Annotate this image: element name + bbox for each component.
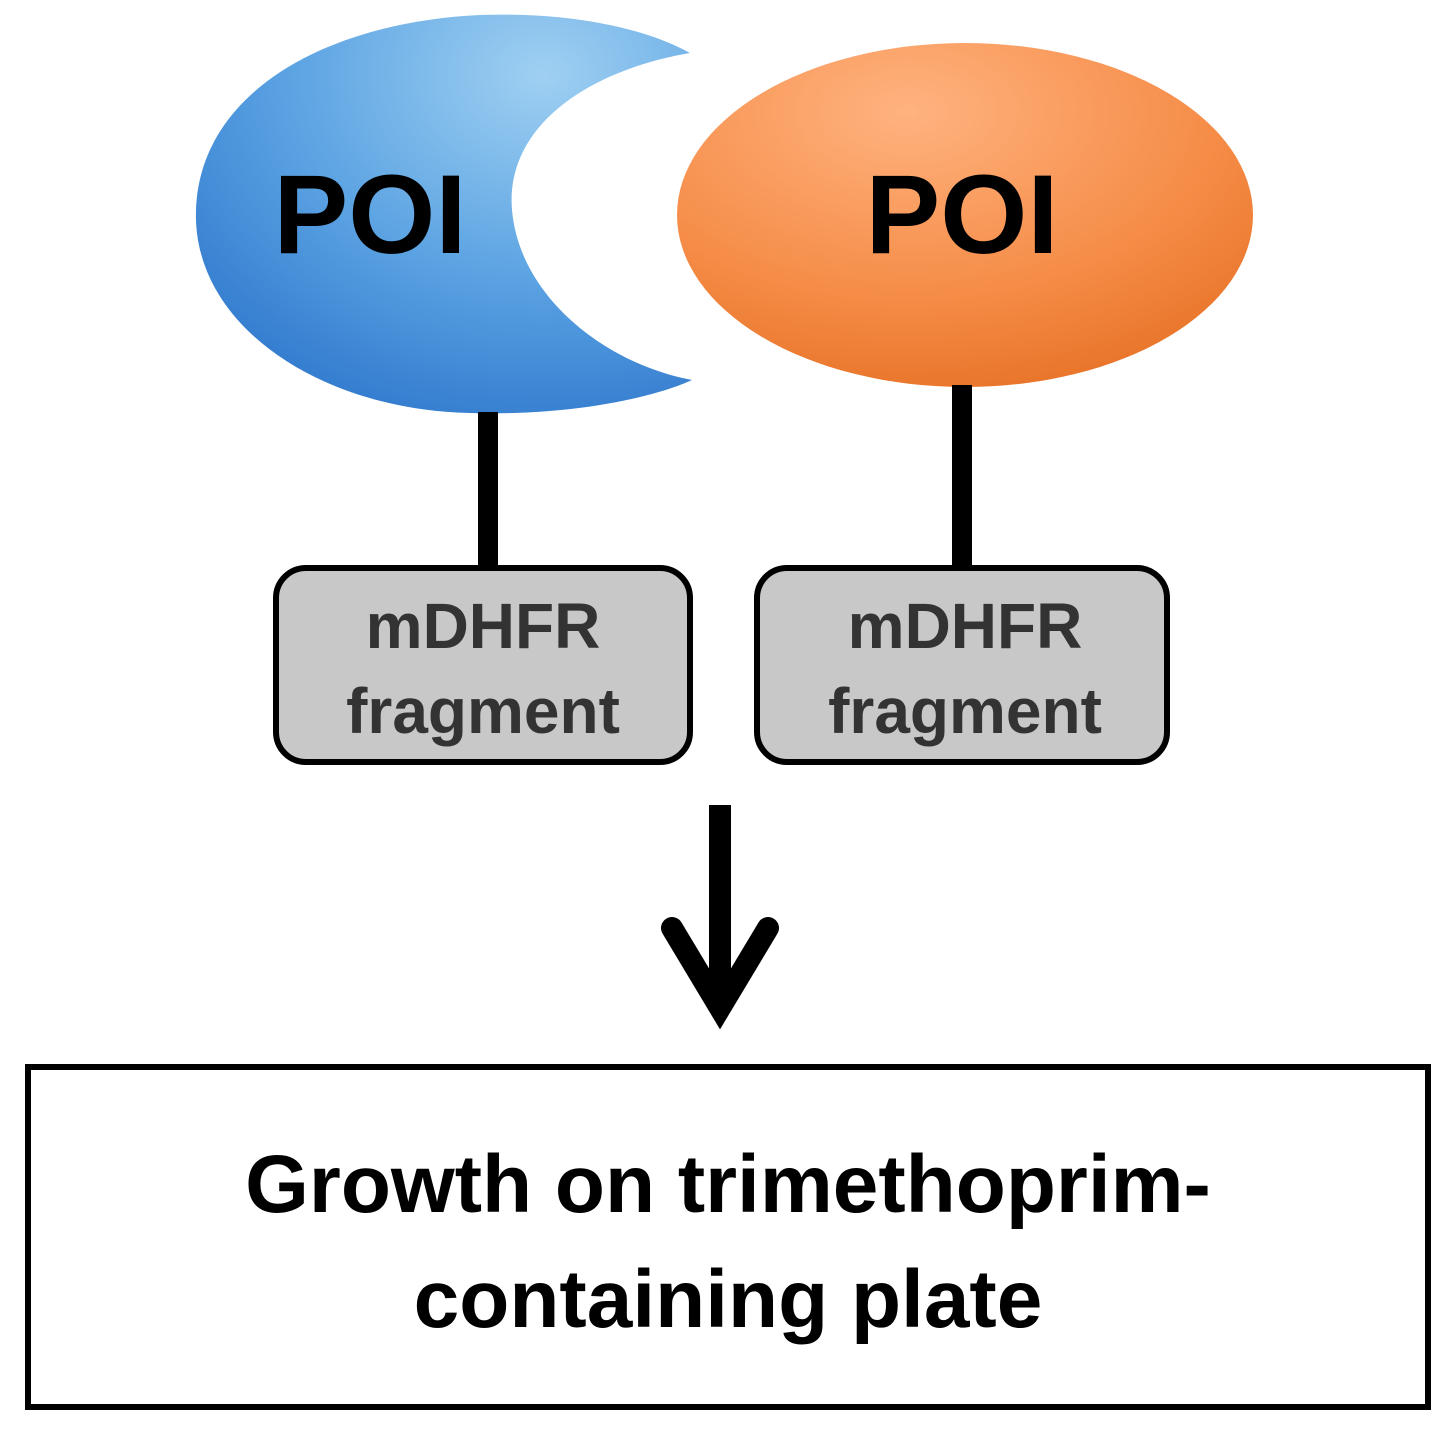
- fragment-a-box: [273, 565, 693, 765]
- fragment-b-line1: mDHFR: [848, 590, 1083, 662]
- fragment-b-box: [754, 565, 1170, 765]
- protein-a-shape: [195, 14, 693, 414]
- protein-a: POI: [195, 14, 693, 414]
- result-box-frame: [25, 1064, 1431, 1410]
- result-box: Growth on trimethoprim- containing plate: [25, 1064, 1431, 1410]
- protein-b-label: POI: [866, 152, 1059, 277]
- fragment-a: mDHFR fragment: [273, 565, 693, 765]
- fragment-b-line2: fragment: [828, 675, 1102, 747]
- arrow-down-icon: [661, 805, 779, 1030]
- result-line1: Growth on trimethoprim-: [245, 1139, 1211, 1230]
- linker-a: [478, 412, 498, 570]
- protein-a-label: POI: [274, 152, 467, 277]
- linker-b: [952, 385, 972, 570]
- fragment-a-line2: fragment: [346, 675, 620, 747]
- fragment-b: mDHFR fragment: [754, 565, 1170, 765]
- fragment-a-line1: mDHFR: [366, 590, 601, 662]
- protein-b: POI: [677, 43, 1253, 387]
- result-line2: containing plate: [414, 1254, 1043, 1345]
- protein-b-shape: [677, 43, 1253, 387]
